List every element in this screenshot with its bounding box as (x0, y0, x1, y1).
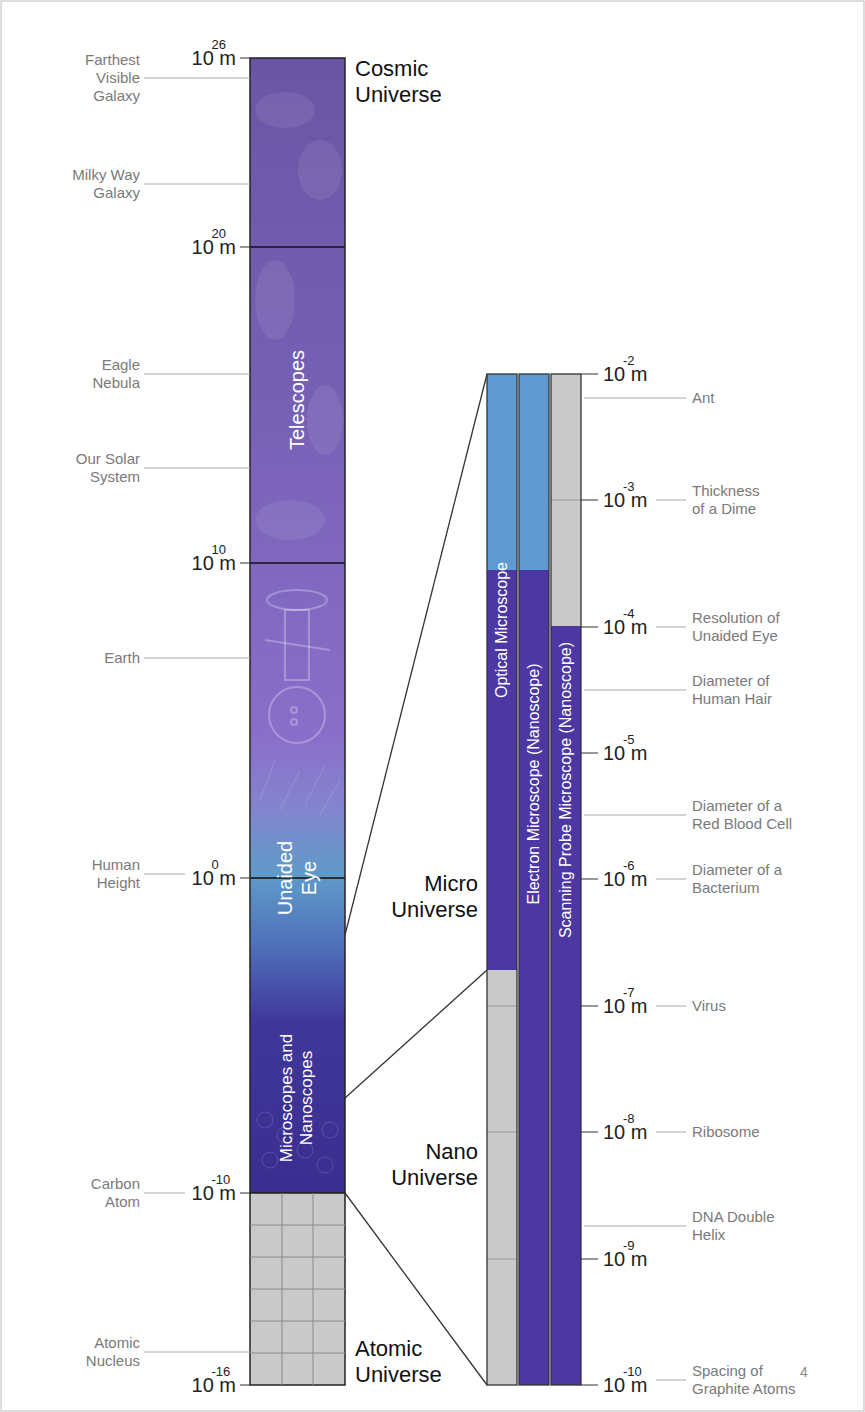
scale-label: 10 m (192, 551, 236, 575)
band-label: Microscopes and Nanoscopes (277, 1023, 318, 1173)
object-label: Ant (692, 389, 807, 407)
region-label: Nano Universe (368, 1139, 478, 1192)
object-label: Resolution of Unaided Eye (692, 609, 787, 645)
scale-label: 10 m (603, 741, 647, 765)
bar-segment (487, 374, 517, 570)
column-outline (250, 58, 345, 1193)
object-label: Diameter of a Red Blood Cell (692, 797, 797, 833)
region-label: Atomic Universe (355, 1336, 465, 1389)
instrument-bars (487, 374, 581, 1385)
region-label: Cosmic Universe (355, 56, 465, 109)
scale-label: 10 m (603, 615, 647, 639)
bar-segment (519, 570, 549, 1385)
band-label: Electron Microscope (Nanoscope) (524, 614, 543, 954)
bar-segment (487, 970, 517, 1385)
column-fill (250, 58, 345, 1193)
nebula-texture (255, 92, 343, 540)
instrument-bar: Scanning Probe Microscope (Nanoscope) (551, 374, 581, 1385)
object-label: DNA Double Helix (692, 1208, 797, 1244)
zoom-lines (345, 374, 487, 1385)
instrument-bar: Electron Microscope (Nanoscope) (519, 374, 549, 1385)
scale-label: 10 m (603, 1373, 647, 1397)
scale-label: 10 m (192, 46, 236, 70)
object-label: Carbon Atom (80, 1175, 140, 1211)
object-label: Eagle Nebula (80, 356, 140, 392)
bar-outline (487, 374, 581, 1385)
scale-band: Unaided Eye (250, 760, 345, 1000)
decade-line (250, 562, 345, 564)
object-label: Atomic Nucleus (78, 1334, 140, 1370)
region-label: Micro Universe (368, 871, 478, 924)
object-label: Earth (80, 649, 140, 667)
grass-texture (260, 760, 340, 815)
scale-label: 10 m (603, 488, 647, 512)
scale-label: 10 m (603, 362, 647, 386)
band-label: Unaided Eye (273, 838, 321, 918)
decade-line (250, 877, 345, 879)
bar-segment (519, 374, 549, 570)
bar-grid (487, 500, 581, 1259)
telescope-picture (265, 590, 330, 743)
atomic-grid (250, 1193, 345, 1385)
bar-segment (551, 374, 581, 626)
scale-band: Microscopes and Nanoscopes (250, 1000, 345, 1193)
decade-line (250, 246, 345, 248)
object-label: Our Solar System (65, 450, 140, 486)
grid-lines (250, 1193, 345, 1385)
leader-lines (144, 78, 686, 1380)
band-label: Telescopes (285, 300, 309, 500)
object-label: Ribosome (692, 1123, 807, 1141)
object-label: Milky Way Galaxy (60, 166, 140, 202)
scale-ticks (240, 58, 598, 1385)
scale-column (250, 58, 345, 1385)
object-label: Thickness of a Dime (692, 482, 768, 518)
scale-label: 10 m (192, 866, 236, 890)
scale-label: 10 m (603, 867, 647, 891)
scale-label: 10 m (603, 1120, 647, 1144)
band-label: Scanning Probe Microscope (Nanoscope) (556, 620, 575, 960)
scale-band: Telescopes (250, 58, 345, 760)
scale-label: 10 m (192, 1373, 236, 1397)
object-label: Diameter of a Bacterium (692, 861, 797, 897)
object-label: Spacing of Graphite Atoms (692, 1362, 800, 1398)
scale-label: 10 m (192, 235, 236, 259)
scale-label: 10 m (603, 994, 647, 1018)
page-number: 4 (800, 1364, 808, 1381)
band-label: Optical Microscope (492, 510, 511, 750)
object-label: Virus (692, 997, 807, 1015)
scale-label: 10 m (603, 1247, 647, 1271)
object-label: Diameter of Human Hair (692, 672, 787, 708)
object-label: Farthest Visible Galaxy (60, 51, 140, 105)
instrument-bar: Optical Microscope (487, 374, 517, 1385)
scale-label: 10 m (192, 1181, 236, 1205)
object-label: Human Height (80, 856, 140, 892)
